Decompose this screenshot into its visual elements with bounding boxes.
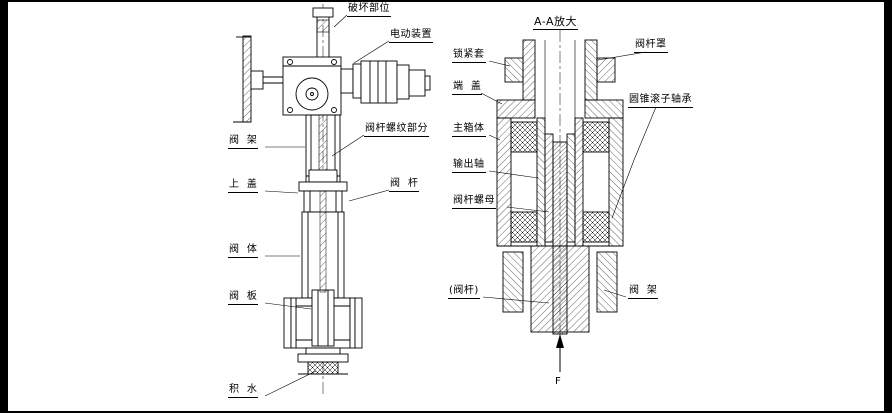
- label-main-housing: 主箱体: [452, 123, 486, 137]
- stem-top: [312, 7, 334, 57]
- label-damage-part: 破坏部位: [347, 3, 391, 17]
- label-tapered-roller-bearing: 圆锥滚子轴承: [628, 94, 693, 108]
- label-lock-sleeve: 锁紧套: [452, 49, 486, 63]
- label-valve-yoke-left: 阀 架: [228, 135, 259, 149]
- label-stem-nut: 阀杆螺母: [452, 195, 496, 209]
- label-output-shaft: 输出轴: [452, 159, 486, 173]
- label-valve-plate: 阀 板: [228, 291, 259, 305]
- label-valve-yoke-right: 阀 架: [628, 285, 659, 299]
- stem-cover-tube: [522, 39, 598, 140]
- electric-motor: [340, 60, 431, 104]
- label-electric-actuator: 电动装置: [389, 29, 433, 43]
- arrow-head-icon: [556, 334, 564, 348]
- label-valve-body: 阀 体: [228, 244, 259, 258]
- valve-bottom: [297, 347, 349, 375]
- end-cover: [496, 99, 624, 119]
- label-valve-stem-paren: (阀杆): [448, 285, 480, 299]
- label-valve-stem: 阀 杆: [389, 178, 420, 192]
- left-view-gate-valve: [233, 4, 431, 396]
- label-accumulated-water: 积 水: [228, 384, 259, 398]
- drawing-sheet: [8, 2, 884, 411]
- pipe-flanges: [283, 297, 363, 349]
- label-force-f: F: [555, 376, 562, 387]
- right-view-section: [496, 30, 624, 372]
- leader-lines: [264, 14, 657, 397]
- section-title: A-A放大: [533, 15, 579, 30]
- actuator-housing: [282, 56, 342, 116]
- main-housing: [496, 117, 624, 247]
- gate-disc: [311, 289, 335, 347]
- force-arrow: [556, 334, 564, 372]
- lock-sleeve: [504, 57, 616, 83]
- stem-inner-section: [319, 190, 327, 293]
- section-valve-stem: [552, 141, 568, 335]
- label-end-cover: 端 盖: [452, 81, 483, 95]
- label-upper-cover: 上 盖: [228, 179, 259, 193]
- label-stem-cover: 阀杆罩: [634, 39, 668, 53]
- water-pocket: [307, 361, 339, 375]
- stem-threaded-section: [318, 114, 328, 173]
- handwheel: [233, 35, 283, 123]
- label-stem-thread-part: 阀杆螺纹部分: [364, 123, 429, 137]
